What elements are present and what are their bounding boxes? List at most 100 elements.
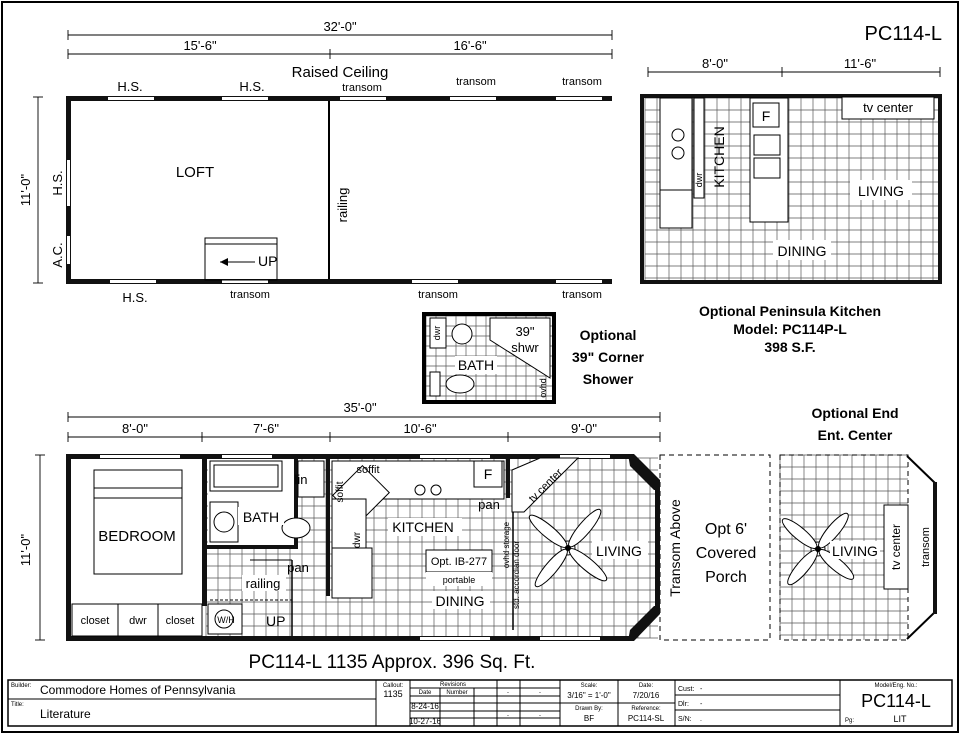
shower-caption-3: Shower <box>583 371 634 387</box>
peninsula-caption-2: Model: PC114P-L <box>733 321 847 337</box>
main-dining: DINING <box>436 593 485 609</box>
main-caption: PC114-L 1135 Approx. 396 Sq. Ft. <box>249 652 536 673</box>
ceiling-fan-icon <box>781 512 855 586</box>
main-dim-seg1: 8'-0" <box>122 421 148 436</box>
tb-callout: 1135 <box>383 689 402 699</box>
end-living: LIVING <box>832 543 878 559</box>
peninsula-caption-3: 398 S.F. <box>764 339 815 355</box>
main-transom-above: Transom Above <box>667 499 683 597</box>
tb-title-label: Title: <box>11 702 24 708</box>
loft-hs-top-2: H.S. <box>239 79 264 94</box>
end-tv-center: tv center <box>889 524 903 570</box>
loft-hs-top-1: H.S. <box>117 79 142 94</box>
main-dim-depth: 11'-0" <box>18 534 33 567</box>
end-caption-2: Ent. Center <box>818 427 893 443</box>
tb-sn-label: S/N: <box>678 716 692 723</box>
porch-line-1: Opt 6' <box>705 521 747 538</box>
tb-dlr-label: Dlr: <box>678 701 689 708</box>
tb-sn: . <box>700 716 702 723</box>
main-bath: BATH <box>243 509 279 525</box>
header-model-code: PC114-L <box>865 23 942 45</box>
tb-cust: - <box>700 686 703 693</box>
tb-scale-label: Scale: <box>581 683 598 689</box>
tb-pg: LIT <box>893 714 907 724</box>
tb-date2: 7/20/16 <box>633 691 660 700</box>
loft-dim-depth: 11'-0" <box>18 174 33 207</box>
tb-date-label: Date <box>419 690 432 696</box>
peninsula-fridge: F <box>762 108 771 124</box>
loft-room-label: LOFT <box>176 164 214 181</box>
peninsula-tv-center: tv center <box>863 100 914 115</box>
shower-dwr: dwr <box>432 326 442 341</box>
tb-dot-4: . <box>539 709 541 718</box>
peninsula-dining: DINING <box>778 243 827 259</box>
tb-model-label: Model/Eng. No.: <box>874 683 917 689</box>
loft-stair-up: UP <box>258 253 277 269</box>
tb-builder: Commodore Homes of Pennsylvania <box>40 683 236 697</box>
end-entertainment-center-plan: Optional End Ent. Center LIVING tv cente… <box>779 405 937 641</box>
tb-dot-3: . <box>507 709 509 718</box>
main-closet-1: closet <box>81 615 110 627</box>
tb-revisions-label: Revisions <box>440 682 466 688</box>
tb-builder-label: Builder: <box>11 683 32 689</box>
main-island-label: Opt. IB-277 <box>431 556 487 568</box>
main-dim-seg3: 10'-6" <box>403 421 437 436</box>
main-bedroom: BEDROOM <box>98 528 176 545</box>
peninsula-dwr: dwr <box>694 173 704 188</box>
loft-ac-label: A.C. <box>50 242 65 267</box>
tb-callout-label: Callout: <box>383 683 404 689</box>
main-pan-2: pan <box>287 560 309 575</box>
porch-line-2: Covered <box>696 545 756 562</box>
loft-transom-bottom-3: transom <box>562 289 602 301</box>
tb-drawn: BF <box>584 714 594 723</box>
main-up: UP <box>266 613 285 629</box>
loft-hs-bottom: H.S. <box>122 290 147 305</box>
main-island-sub: portable <box>443 575 476 585</box>
porch-line-3: Porch <box>705 569 747 586</box>
main-living: LIVING <box>596 543 642 559</box>
tb-cust-label: Cust: <box>678 686 694 693</box>
end-transom: transom <box>920 527 932 567</box>
loft-dim-total: 32'-0" <box>323 19 357 34</box>
peninsula-caption-1: Optional Peninsula Kitchen <box>699 303 881 319</box>
peninsula-dim-left: 8'-0" <box>702 56 728 71</box>
shower-caption-1: Optional <box>580 327 637 343</box>
shower-caption-2: 39" Corner <box>572 349 645 365</box>
loft-transom-bottom-2: transom <box>418 289 458 301</box>
end-caption-1: Optional End <box>811 405 898 421</box>
tb-dot-1: . <box>507 686 509 695</box>
main-dim-seg2: 7'-6" <box>253 421 279 436</box>
tb-date2-label: Date: <box>639 683 654 689</box>
tb-scale: 3/16" = 1'-0" <box>567 691 611 700</box>
loft-transom-top-1: transom <box>342 82 382 94</box>
tb-dot-2: . <box>539 686 541 695</box>
main-accordion-door: std. accordian door <box>512 541 521 609</box>
tb-rev-2: 10-27-16 <box>409 717 442 726</box>
tb-drawn-label: Drawn By: <box>575 706 603 712</box>
tb-ref: PC114-SL <box>628 714 665 723</box>
loft-transom-top-2: transom <box>456 76 496 88</box>
loft-dim-right: 16'-6" <box>453 38 487 53</box>
tb-pg-label: Pg: <box>845 718 854 724</box>
shower-ovhd: ovhd <box>538 378 548 398</box>
loft-dim-left: 15'-6" <box>183 38 217 53</box>
tb-dlr: - <box>700 701 703 708</box>
main-floor-plan: 35'-0" 8'-0" 7'-6" 10'-6" 9'-0" 11'-0" <box>18 400 771 673</box>
tb-model: PC114-L <box>861 691 931 711</box>
main-fridge: F <box>484 466 493 482</box>
title-block: Builder: Commodore Homes of Pennsylvania… <box>7 679 953 727</box>
main-water-heater: W/H <box>217 615 235 625</box>
main-dim-total: 35'-0" <box>343 400 377 415</box>
peninsula-kitchen-label: KITCHEN <box>711 126 727 187</box>
shower-size: 39" <box>515 324 534 339</box>
tb-rev-1: 8-24-16 <box>411 702 439 711</box>
corner-shower-plan: dwr 39" shwr BATH ovhd Optional 39" Corn… <box>422 312 645 404</box>
loft-hs-side: H.S. <box>50 170 65 195</box>
loft-transom-top-3: transom <box>562 76 602 88</box>
peninsula-kitchen-plan: 8'-0" 11'-6" F tv center KITCHEN dwr LIV… <box>640 56 942 355</box>
main-lin: lin <box>294 472 307 487</box>
loft-railing-label: railing <box>335 188 350 223</box>
